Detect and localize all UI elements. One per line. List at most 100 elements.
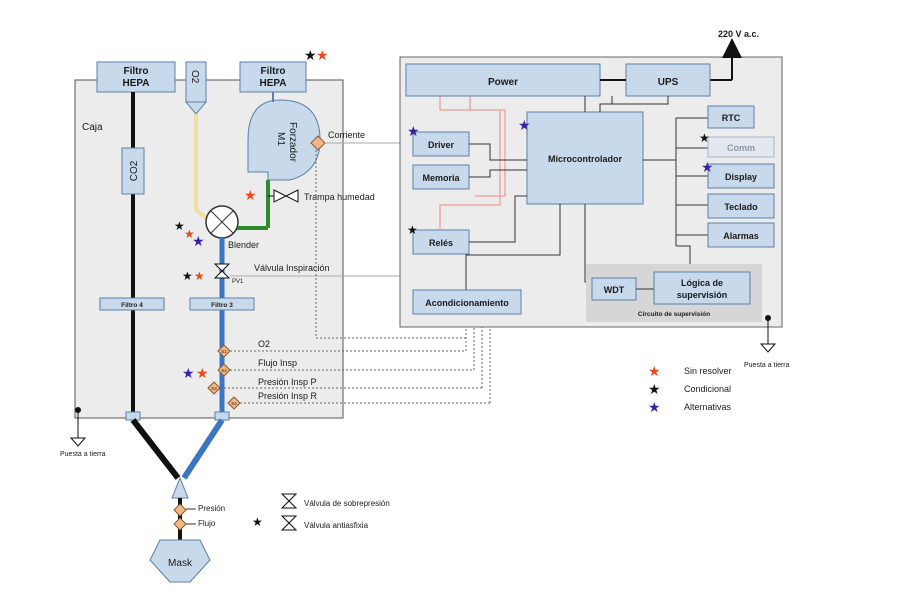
memoria-label: Memoria — [422, 173, 460, 183]
valvula-antiasfixia-icon — [280, 515, 298, 531]
corriente-label: Corriente — [328, 130, 365, 140]
presion-insp-p-label: Presión Insp P — [258, 377, 317, 387]
o2-filter-funnel — [184, 101, 208, 115]
mask-label: Mask — [168, 558, 193, 569]
wire-bus-logica — [676, 245, 691, 272]
star-black-valve: ★ — [182, 269, 193, 283]
filtro-4-label: Filtro 4 — [121, 302, 143, 309]
flujo-insp-label: Flujo Insp — [258, 358, 297, 368]
svg-text:S1: S1 — [221, 349, 227, 354]
reles-box — [412, 229, 470, 255]
wire-power-reles — [439, 96, 501, 230]
ground-left-icon — [69, 437, 87, 447]
wdt-label: WDT — [604, 285, 625, 295]
power-box — [405, 63, 601, 97]
svg-text:S4: S4 — [231, 401, 237, 406]
driver-box — [412, 131, 470, 157]
connector-left — [125, 411, 141, 421]
star-purple-flujo-1: ★ — [182, 365, 195, 381]
wire-power-right — [611, 96, 640, 105]
svg-text:S2: S2 — [221, 368, 227, 373]
mask-shape — [149, 539, 211, 583]
blender-label: Blender — [228, 240, 259, 250]
star-red-flujo: ★ — [196, 365, 209, 381]
legend-label-0: Sin resolver — [684, 366, 732, 376]
teclado-label: Teclado — [724, 202, 758, 212]
alarmas-box — [707, 222, 775, 248]
star-red-hepa: ★ — [316, 47, 329, 63]
star-black-reles: ★ — [407, 223, 418, 237]
presion-insp-r-label: Presión Insp R — [258, 391, 318, 401]
wire-driver-micro — [469, 143, 527, 161]
wire-mem-micro — [469, 169, 527, 178]
star-red-blender: ★ — [184, 227, 195, 241]
power-input-label: 220 V a.c. — [718, 29, 759, 39]
star-purple-blender: ★ — [192, 233, 205, 249]
pv1-label: PV1 — [232, 279, 244, 285]
o2-filter-label: O2 — [189, 70, 200, 84]
comm-label: Comm — [727, 143, 755, 153]
filtro-hepa-left-l2: HEPA — [122, 78, 149, 89]
filtro-4 — [99, 297, 165, 311]
hose-blue — [181, 418, 225, 480]
legend-star-1: ★ — [648, 381, 661, 397]
ground-right-icon — [759, 343, 777, 353]
legend-star-2: ★ — [648, 399, 661, 415]
svg-text:S3: S3 — [211, 386, 217, 391]
teclado-box — [707, 193, 775, 219]
star-purple-driver: ★ — [407, 123, 420, 139]
valvula-antiasfixia-label: Válvula antiasfixia — [304, 521, 369, 530]
filtro-hepa-left — [96, 61, 176, 93]
micro-label: Microcontrolador — [548, 154, 623, 164]
wire-power-driver — [469, 96, 506, 197]
filtro-3 — [189, 297, 255, 311]
circuito-label: Circuito de supervisión — [638, 311, 710, 318]
trampa-label: Trampa humedad — [304, 192, 375, 202]
filtro-hepa-right-l2: HEPA — [259, 78, 286, 89]
rtc-box — [707, 105, 755, 129]
connector-right — [214, 411, 230, 421]
star-purple-display: ★ — [701, 159, 714, 175]
co2-label: CO2 — [129, 160, 140, 181]
y-connector — [171, 476, 189, 499]
trampa-valve-2 — [284, 189, 299, 203]
co2-box — [121, 147, 145, 195]
star-black-mask: ★ — [252, 515, 263, 529]
o2-line-label: O2 — [258, 339, 270, 349]
sensor-flujo-mask — [173, 517, 187, 531]
wire-reles-micro — [469, 195, 527, 243]
sensor-s4: S4 — [227, 396, 241, 410]
star-purple-micro: ★ — [518, 117, 531, 133]
display-box — [707, 163, 775, 189]
caja-title: Caja — [82, 122, 103, 133]
ups-label: UPS — [658, 77, 679, 88]
forzador-body — [247, 99, 321, 181]
forzador-l1: Forzador — [287, 122, 298, 163]
ground-left-label: Puesta a tierra — [60, 451, 106, 458]
memoria-box — [412, 164, 470, 190]
reles-label: Relés — [429, 238, 453, 248]
star-black-comm: ★ — [699, 131, 710, 145]
filtro-hepa-right — [239, 61, 307, 93]
sensor-s2: S2 — [217, 363, 231, 377]
star-red-valve: ★ — [194, 269, 205, 283]
sensor-s3: S3 — [207, 381, 221, 395]
legend-label-1: Condicional — [684, 384, 731, 394]
filtro-hepa-right-l1: Filtro — [261, 66, 286, 77]
corriente-sensor — [310, 135, 326, 151]
comm-box — [707, 136, 775, 158]
logica-l2: supervisión — [677, 290, 728, 300]
micro-box — [526, 111, 644, 205]
acond-label: Acondicionamiento — [425, 298, 509, 308]
valvula-insp-a — [213, 263, 231, 272]
valvula-insp-label: Válvula Inspiración — [254, 263, 330, 273]
display-label: Display — [725, 172, 757, 182]
alarmas-label: Alarmas — [723, 231, 759, 241]
hose-black — [130, 418, 181, 480]
valvula-sobrepresion-icon — [280, 493, 298, 509]
blender-x2 — [210, 210, 234, 234]
driver-label: Driver — [428, 140, 455, 150]
power-label: Power — [488, 77, 518, 88]
